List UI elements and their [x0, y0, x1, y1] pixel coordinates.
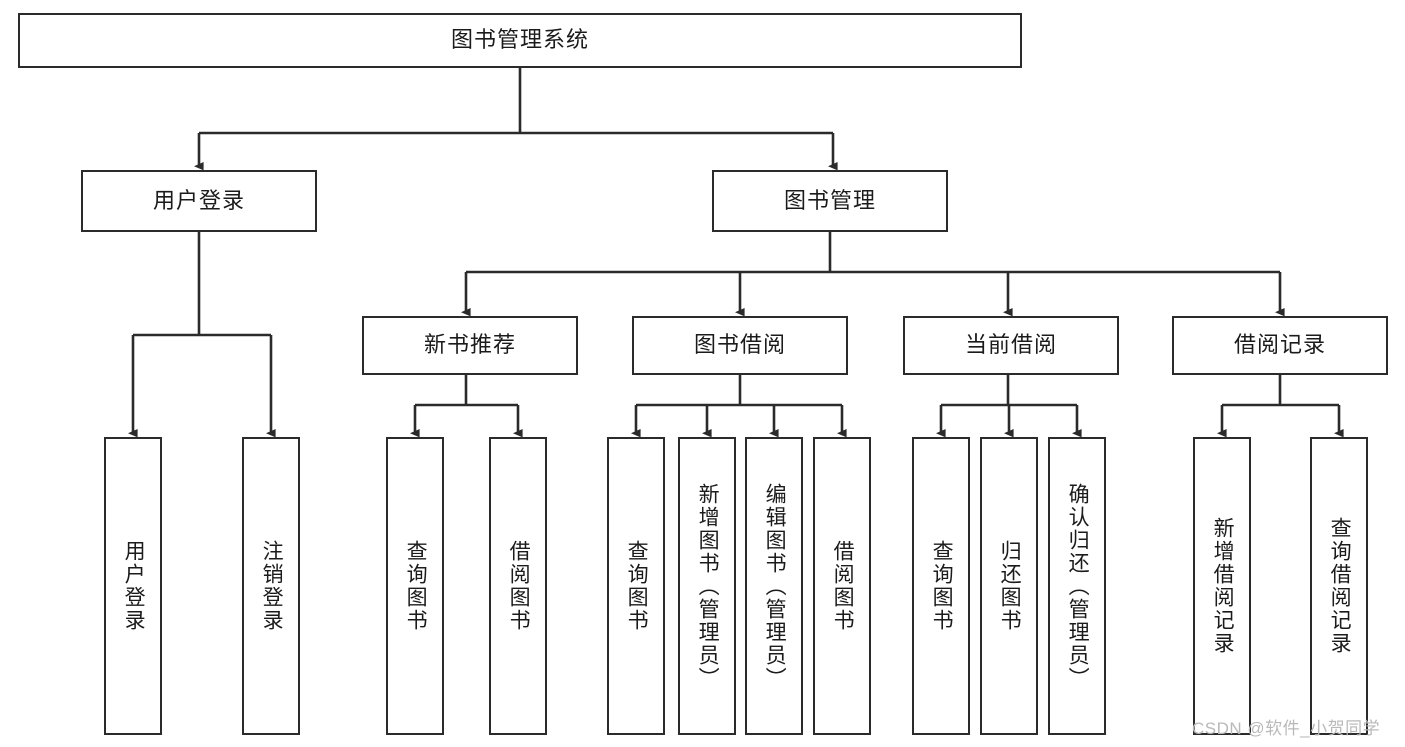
- node-current-borrow[interactable]: 当前借阅: [903, 316, 1119, 375]
- node-leaf-user-login-label: 用户登录: [122, 540, 146, 632]
- node-leaf-edit-book-label: 编辑图书（管理员）: [763, 482, 787, 690]
- node-leaf-query-record-label: 查询借阅记录: [1328, 517, 1352, 655]
- node-leaf-edit-book[interactable]: 编辑图书（管理员）: [745, 437, 803, 735]
- node-leaf-query-book-2-label: 查询图书: [625, 540, 649, 632]
- node-leaf-confirm-return[interactable]: 确认归还（管理员）: [1048, 437, 1106, 735]
- node-current-borrow-label: 当前借阅: [964, 332, 1057, 358]
- node-leaf-add-record[interactable]: 新增借阅记录: [1193, 437, 1251, 735]
- node-leaf-query-record[interactable]: 查询借阅记录: [1310, 437, 1368, 735]
- node-root-label: 图书管理系统: [450, 27, 589, 53]
- node-leaf-logout-login-label: 注销登录: [260, 540, 284, 632]
- node-leaf-add-record-label: 新增借阅记录: [1211, 517, 1235, 655]
- node-leaf-borrow-book-2-label: 借阅图书: [831, 540, 855, 632]
- node-leaf-add-book[interactable]: 新增图书（管理员）: [678, 437, 736, 735]
- node-leaf-query-book-2[interactable]: 查询图书: [607, 437, 665, 735]
- node-new-book-rec[interactable]: 新书推荐: [362, 316, 578, 375]
- node-leaf-add-book-label: 新增图书（管理员）: [696, 482, 720, 690]
- node-borrow-record[interactable]: 借阅记录: [1172, 316, 1388, 375]
- node-leaf-query-book-3[interactable]: 查询图书: [912, 437, 970, 735]
- node-leaf-return-book-label: 归还图书: [998, 540, 1022, 632]
- node-leaf-return-book[interactable]: 归还图书: [980, 437, 1038, 735]
- node-book-borrow-label: 图书借阅: [693, 332, 786, 358]
- node-leaf-query-book-3-label: 查询图书: [930, 540, 954, 632]
- node-borrow-record-label: 借阅记录: [1233, 332, 1326, 358]
- node-book-manage-label: 图书管理: [783, 187, 876, 213]
- node-user-login[interactable]: 用户登录: [81, 170, 317, 232]
- node-leaf-borrow-book-1[interactable]: 借阅图书: [489, 437, 547, 735]
- node-leaf-query-book-1-label: 查询图书: [404, 540, 428, 632]
- node-leaf-query-book-1[interactable]: 查询图书: [386, 437, 444, 735]
- node-leaf-logout-login[interactable]: 注销登录: [242, 437, 300, 735]
- node-leaf-borrow-book-2[interactable]: 借阅图书: [813, 437, 871, 735]
- node-leaf-borrow-book-1-label: 借阅图书: [507, 540, 531, 632]
- node-user-login-label: 用户登录: [152, 187, 245, 213]
- node-root[interactable]: 图书管理系统: [18, 13, 1022, 68]
- node-leaf-confirm-return-label: 确认归还（管理员）: [1066, 482, 1090, 690]
- node-book-borrow[interactable]: 图书借阅: [632, 316, 848, 375]
- node-new-book-rec-label: 新书推荐: [423, 332, 516, 358]
- node-book-manage[interactable]: 图书管理: [712, 170, 948, 232]
- node-leaf-user-login[interactable]: 用户登录: [104, 437, 162, 735]
